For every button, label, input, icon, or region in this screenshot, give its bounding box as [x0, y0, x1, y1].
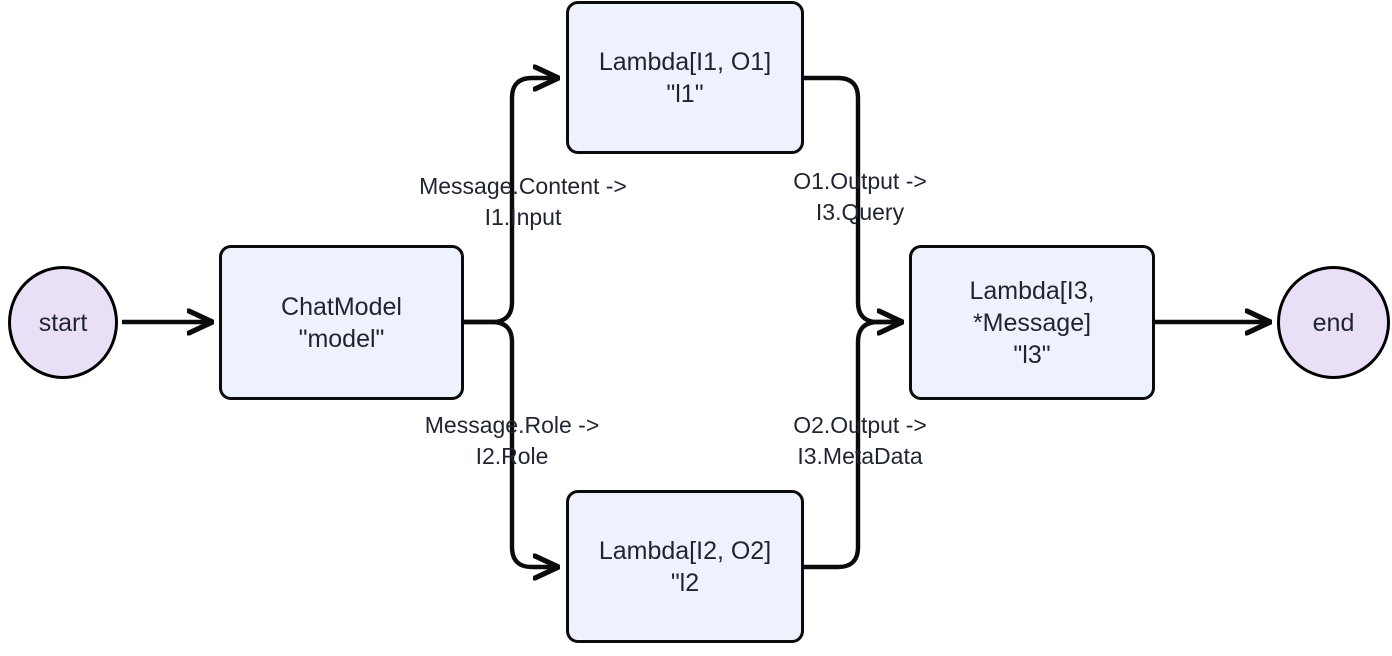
edge-label-chatmodel-lambda1: Message.Content -> I1.Input: [419, 173, 627, 230]
node-end[interactable]: end: [1277, 266, 1390, 379]
node-start-label: start: [38, 308, 88, 337]
edge-label-lambda1-lambda3: O1.Output -> I3.Query: [793, 168, 927, 225]
node-lambda1[interactable]: Lambda[I1, O1] "l1": [566, 1, 804, 154]
edge-merge-lambda3-upper: [855, 301, 902, 322]
node-lambda3[interactable]: Lambda[I3, *Message] "l3": [909, 245, 1155, 400]
node-chatmodel-label: ChatModel "model": [281, 292, 402, 353]
node-end-label: end: [1312, 308, 1355, 337]
node-lambda2[interactable]: Lambda[I2, O2] "l2: [566, 490, 804, 643]
edge-label-chatmodel-lambda2: Message.Role -> I2.Role: [424, 412, 600, 469]
edge-label-lambda2-lambda3: O2.Output -> I3.MetaData: [793, 412, 927, 469]
node-start[interactable]: start: [8, 266, 118, 379]
edge-chatmodel-split: [464, 301, 515, 325]
node-lambda1-label: Lambda[I1, O1] "l1": [598, 47, 772, 108]
edge-chatmodel-lambda1: [509, 78, 558, 302]
edge-merge-lambda3-lower: [855, 319, 902, 343]
edge-lambda2-lambda3: [804, 342, 861, 570]
node-lambda2-label: Lambda[I2, O2] "l2: [598, 536, 772, 597]
node-chatmodel[interactable]: ChatModel "model": [219, 245, 464, 400]
node-lambda3-label: Lambda[I3, *Message] "l3": [969, 276, 1095, 369]
edge-chatmodel-lambda2: [509, 342, 558, 567]
edge-chatmodel-split-down: [464, 319, 515, 343]
edge-lambda1-lambda3: [804, 75, 861, 302]
